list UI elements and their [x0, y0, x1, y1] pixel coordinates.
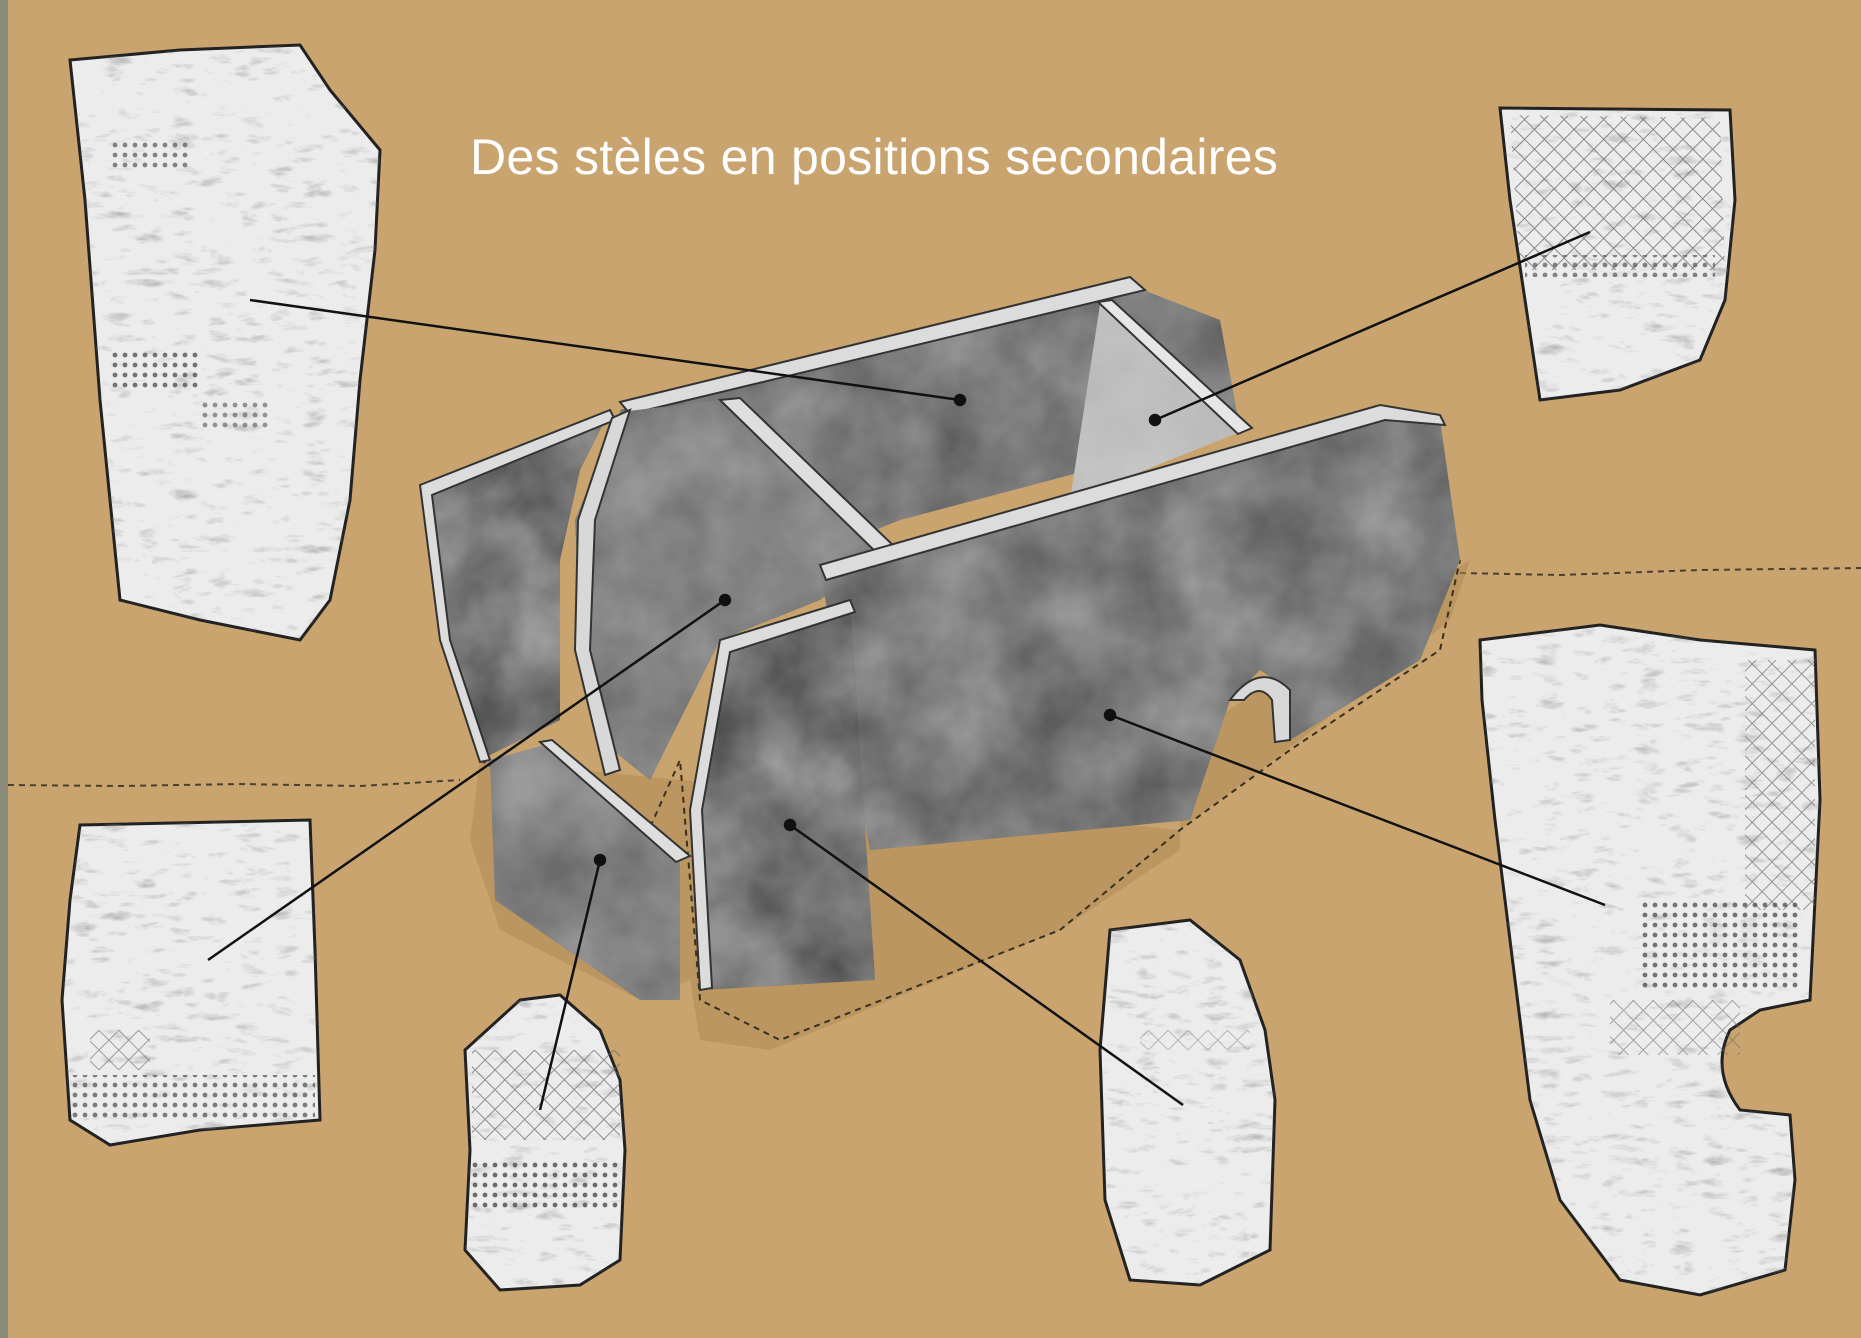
stele-bottom-center-right — [1100, 920, 1275, 1285]
figure-title: Des stèles en positions secondaires — [470, 128, 1278, 186]
ground-line-left — [8, 780, 460, 786]
stele-mid-left — [62, 820, 320, 1145]
stele-top-left — [70, 45, 380, 640]
stele-top-right — [1500, 108, 1735, 400]
stele-bottom-center-left — [465, 995, 625, 1290]
stele-right — [1480, 625, 1820, 1295]
ground-line-right — [1460, 568, 1861, 575]
